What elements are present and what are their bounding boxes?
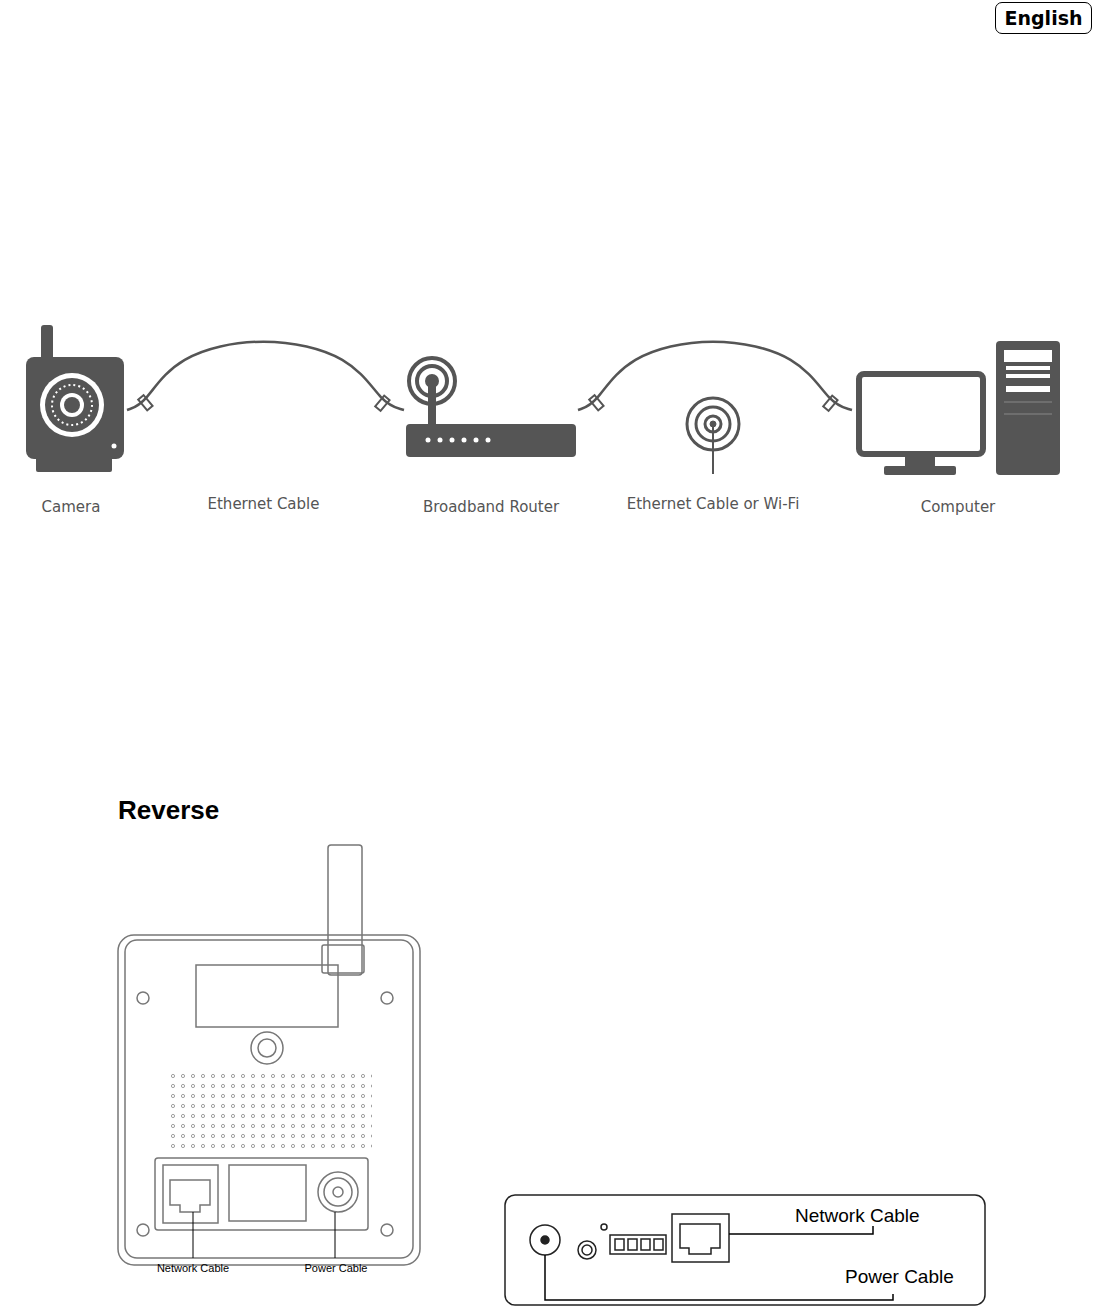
badge-text: English	[999, 7, 1089, 29]
connector-label: Network Cable	[157, 1262, 229, 1274]
connector-label: Power Cable	[305, 1262, 368, 1274]
device-label: Broadband Router	[423, 498, 559, 518]
camera-icon	[26, 325, 124, 472]
wifi-symbol	[687, 398, 739, 474]
cable-connector	[127, 342, 404, 411]
language-badge: English	[995, 2, 1093, 34]
device-node: Broadband Router	[404, 360, 578, 518]
device-node: Camera	[15, 322, 127, 518]
cable-label: Ethernet Cable	[208, 495, 320, 513]
section-title: Reverse	[118, 795, 219, 826]
computer-icon	[859, 341, 1060, 475]
connector-label: Power Cable	[845, 1266, 954, 1288]
cable-label: Ethernet Cable or Wi-Fi	[627, 495, 800, 513]
device-side	[505, 1195, 985, 1305]
device-label: Computer	[921, 498, 996, 518]
cable-connector	[578, 342, 852, 411]
router-icon	[406, 358, 576, 457]
device-label: Camera	[42, 498, 101, 518]
camera-back	[118, 845, 420, 1265]
connector-label: Network Cable	[795, 1205, 920, 1227]
device-node: Computer	[852, 338, 1064, 518]
